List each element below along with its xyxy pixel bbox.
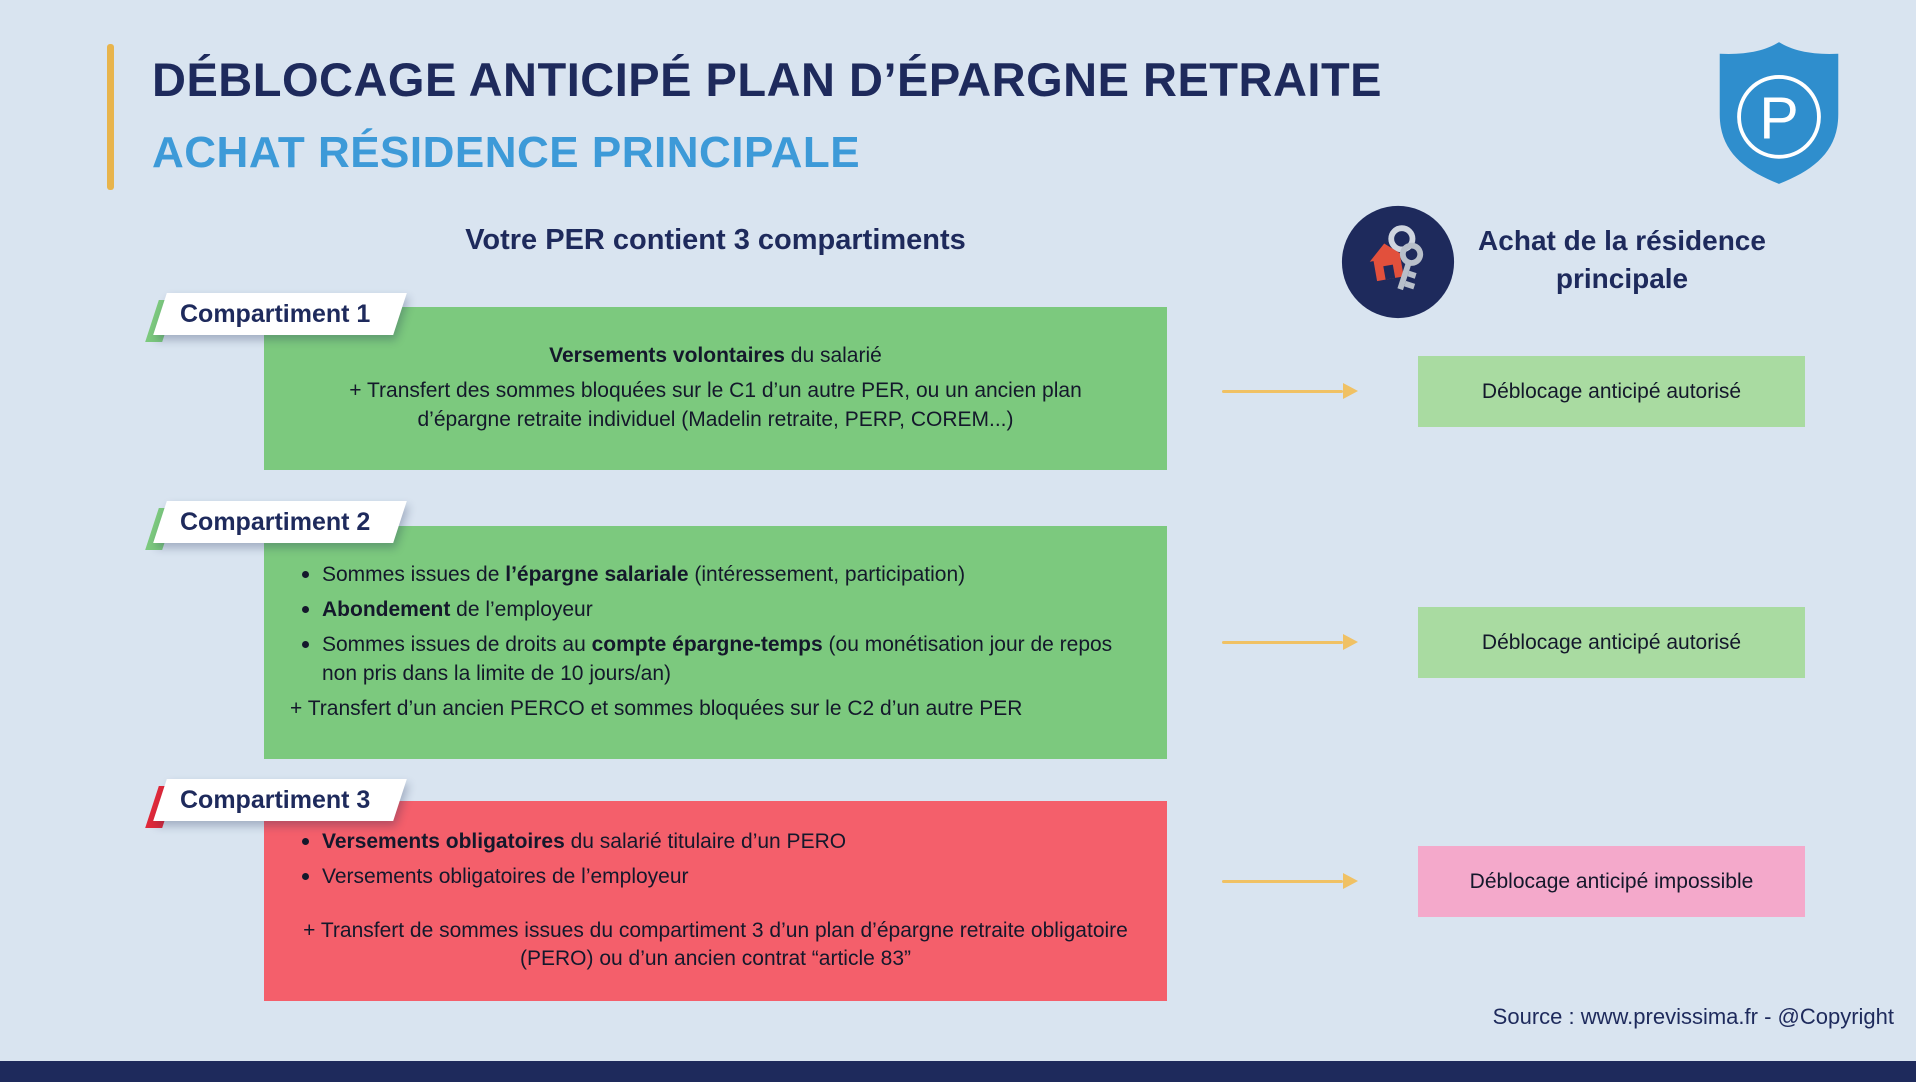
compartment-label-text: Compartiment 2 (180, 507, 371, 536)
arrow-shaft (1222, 640, 1343, 644)
text-line: + Transfert d’un ancien PERCO et sommes … (290, 695, 1131, 724)
bottom-navy-bar (0, 1061, 1916, 1082)
bullet-line: Sommes issues de l’épargne salariale (in… (300, 561, 1131, 590)
text-line: + Transfert de sommes issues du comparti… (300, 917, 1131, 975)
page-subtitle: ACHAT RÉSIDENCE PRINCIPALE (152, 128, 861, 177)
bullet-line: Versements obligatoires de l’employeur (300, 863, 1131, 892)
page-title: DÉBLOCAGE ANTICIPÉ PLAN D’ÉPARGNE RETRAI… (152, 53, 1383, 106)
shield-icon: P (1719, 42, 1839, 184)
bullet-dot (302, 606, 309, 614)
line-text: + Transfert de sommes issues du comparti… (303, 918, 1128, 971)
result-text: Déblocage anticipé impossible (1469, 869, 1754, 893)
arrow-shaft (1222, 879, 1343, 883)
line-text: + Transfert des sommes bloquées sur le C… (349, 379, 1082, 431)
title-accent-bar (107, 44, 114, 190)
flow-arrow-3 (1222, 872, 1358, 890)
line-text: Versements obligatoires du salarié titul… (322, 829, 847, 853)
line-text: Versements obligatoires de l’employeur (322, 864, 689, 888)
arrow-head (1343, 634, 1358, 650)
compartment-2-label: Compartiment 2 (145, 501, 408, 550)
bullet-line: Sommes issues de droits au compte épargn… (300, 631, 1131, 689)
arrow-head (1343, 383, 1358, 399)
line-text: + Transfert d’un ancien PERCO et sommes … (290, 696, 1023, 720)
source-credit: Source : www.previssima.fr - @Copyright (1492, 1004, 1894, 1029)
bullet-line: Abondement de l’employeur (300, 596, 1131, 625)
compartment-1-label: Compartiment 1 (145, 293, 408, 342)
compartment-1-box: Versements volontaires du salarié + Trans… (264, 307, 1167, 470)
text-line: + Transfert des sommes bloquées sur le C… (300, 377, 1131, 435)
left-column-heading: Votre PER contient 3 compartiments (465, 224, 966, 256)
line-text: Sommes issues de droits au compte épargn… (322, 633, 1113, 685)
right-column-heading: Achat de la résidence principale (1478, 225, 1766, 294)
line-text: Sommes issues de l’épargne salariale (in… (322, 563, 966, 587)
line-text: Abondement de l’employeur (322, 598, 593, 622)
bullet-dot (302, 641, 309, 649)
bullet-dot (302, 872, 309, 880)
line-text: Versements volontaires du salarié (549, 344, 882, 368)
compartment-label-text: Compartiment 1 (180, 299, 371, 328)
arrow-shaft (1222, 389, 1343, 393)
result-text: Déblocage anticipé autorisé (1481, 379, 1742, 403)
result-box-3: Déblocage anticipé impossible (1418, 846, 1805, 917)
bullet-dot (302, 837, 309, 845)
previssima-shield-logo: P (1712, 36, 1846, 190)
result-text: Déblocage anticipé autorisé (1481, 630, 1742, 654)
result-box-2: Déblocage anticipé autorisé (1418, 607, 1805, 678)
arrow-head (1343, 873, 1358, 889)
compartment-3-label: Compartiment 3 (145, 779, 408, 828)
flow-arrow-1 (1222, 382, 1358, 400)
result-box-1: Déblocage anticipé autorisé (1418, 356, 1805, 427)
compartment-3-box: Versements obligatoires du salarié titul… (264, 801, 1167, 1001)
logo-letter: P (1759, 85, 1799, 152)
compartment-2-box: Sommes issues de l’épargne salariale (in… (264, 526, 1167, 759)
flow-arrow-2 (1222, 633, 1358, 651)
text-line: Versements volontaires du salarié (300, 342, 1131, 371)
house-keys-icon (1340, 204, 1456, 320)
bullet-line: Versements obligatoires du salarié titul… (300, 828, 1131, 857)
bullet-dot (302, 571, 309, 579)
compartment-label-text: Compartiment 3 (180, 785, 371, 814)
